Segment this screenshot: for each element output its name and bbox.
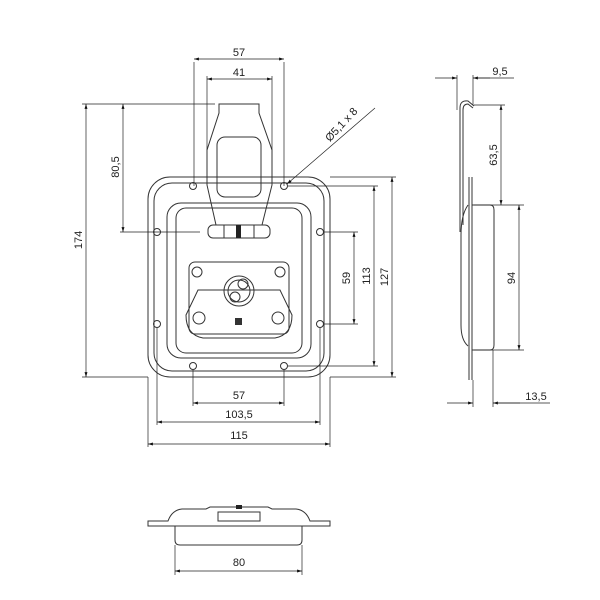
- bottom-view: 80: [147, 505, 331, 575]
- dim-handle-to-hinge: 80,5: [110, 156, 122, 177]
- hinge-pin: [236, 225, 241, 238]
- side-view: 9,5 63,5 94 13,5: [435, 66, 550, 407]
- dim-handle-depth: 9,5: [492, 66, 507, 78]
- dim-plate-height: 127: [379, 268, 391, 286]
- dim-pan-height: 94: [506, 272, 518, 284]
- dim-hole-spec: Ø5,1 x 8: [323, 106, 360, 145]
- latch-base: [188, 261, 290, 335]
- plate-rim: [153, 182, 325, 372]
- handle-grip-slot: [216, 136, 262, 198]
- dim-plate-width: 115: [230, 430, 248, 442]
- logo-mark: [235, 318, 242, 325]
- dim-handle-outer-width: 57: [233, 47, 245, 59]
- bottom-pan: [174, 526, 303, 546]
- bottom-flange: [147, 506, 331, 527]
- dim-pan-depth: 13,5: [525, 391, 546, 403]
- front-view: 57 41 Ø5,1 x 8 174 80,5 59 113 127 57 10…: [73, 47, 396, 447]
- side-pan: [472, 204, 495, 351]
- dim-pan-width: 80: [233, 557, 245, 569]
- pan-inner: [175, 207, 303, 354]
- dim-handle-projection: 63,5: [488, 144, 500, 165]
- pan-outer: [166, 202, 312, 359]
- dim-hole-spacing-inner: 59: [341, 272, 353, 284]
- dim-total-height: 174: [73, 231, 85, 249]
- dim-hole-spacing-vertical: 113: [361, 267, 373, 285]
- dim-side-hole-spacing: 103,5: [225, 409, 253, 421]
- latch-cylinder: [223, 275, 255, 307]
- dim-bottom-hole-spacing: 57: [233, 390, 245, 402]
- dim-handle-inner-width: 41: [233, 67, 245, 79]
- latch-cam-plate: [185, 289, 293, 339]
- mounting-plate: [147, 176, 331, 378]
